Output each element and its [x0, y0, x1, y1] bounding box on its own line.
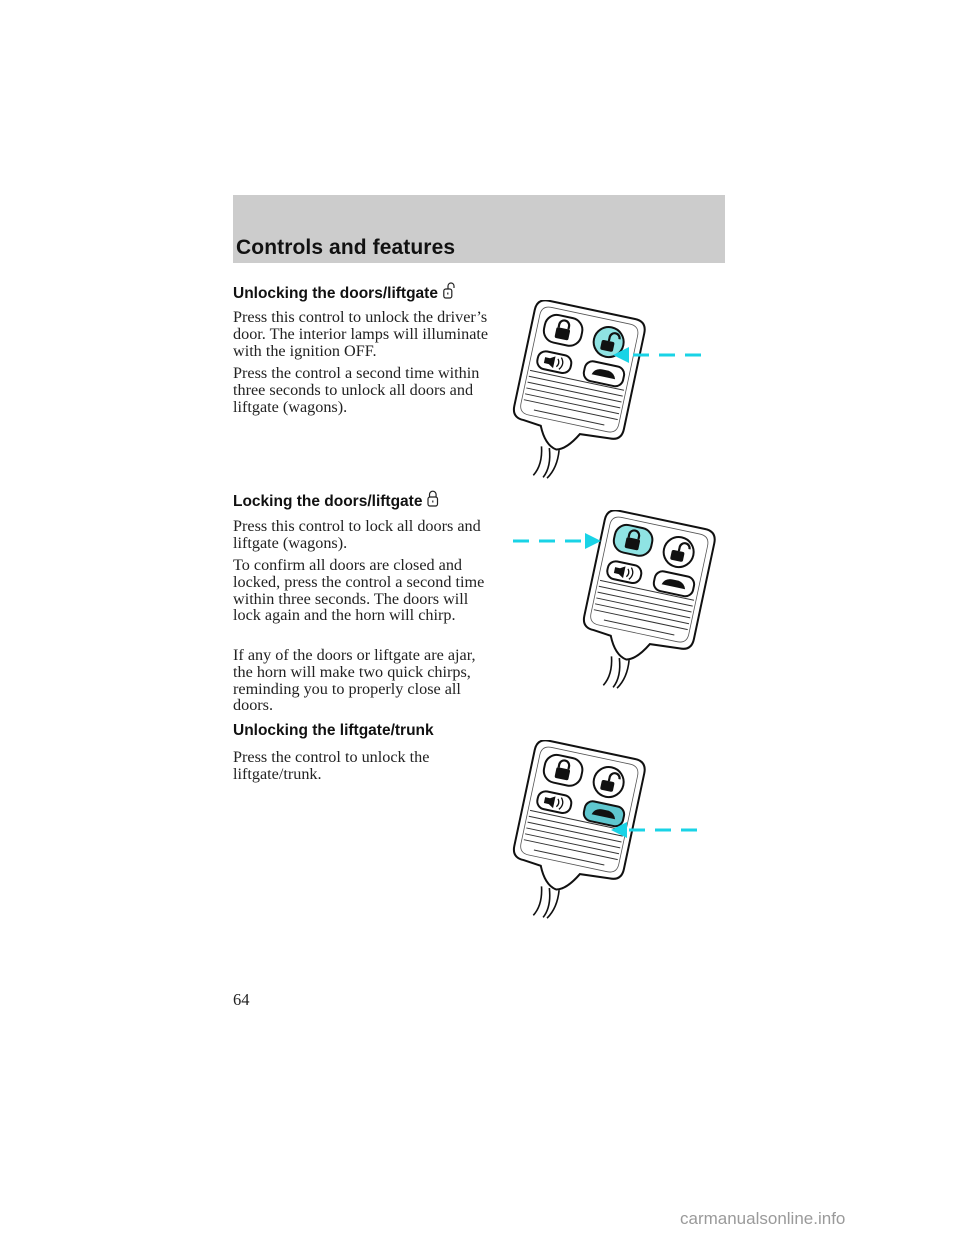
paragraph: To confirm all doors are closed and lock… — [233, 556, 485, 625]
keyfob-illustration-trunk — [512, 740, 697, 919]
heading-unlocking-doors: Unlocking the doors/liftgate — [233, 282, 455, 305]
heading-unlocking-liftgate-trunk: Unlocking the liftgate/trunk — [233, 722, 434, 740]
page-section-title: Controls and features — [236, 236, 456, 259]
indicator-arrowhead — [611, 822, 627, 838]
heading-text: Unlocking the doors/liftgate — [233, 285, 438, 302]
section-header-band — [233, 195, 725, 263]
heading-text: Locking the doors/liftgate — [233, 493, 423, 510]
heading-locking-doors: Locking the doors/liftgate — [233, 490, 439, 513]
lock-padlock-icon — [427, 490, 439, 513]
heading-text: Unlocking the liftgate/trunk — [233, 722, 434, 739]
watermark[interactable]: carmanualsonline.info — [680, 1209, 846, 1228]
unlock-padlock-icon — [443, 282, 455, 305]
paragraph: Press this control to lock all doors and… — [233, 517, 481, 552]
indicator-arrowhead — [613, 347, 629, 363]
paragraph: If any of the doors or liftgate are ajar… — [233, 646, 476, 715]
paragraph: Press the control a second time within t… — [233, 364, 480, 416]
paragraph: Press this control to unlock the driver’… — [233, 308, 489, 360]
paragraph: Press the control to unlock the liftgate… — [233, 748, 430, 783]
indicator-arrowhead — [585, 533, 601, 549]
keyfob-illustration-unlock — [512, 300, 701, 479]
page-number: 64 — [233, 990, 250, 1009]
keyfob-illustration-lock — [513, 510, 716, 689]
